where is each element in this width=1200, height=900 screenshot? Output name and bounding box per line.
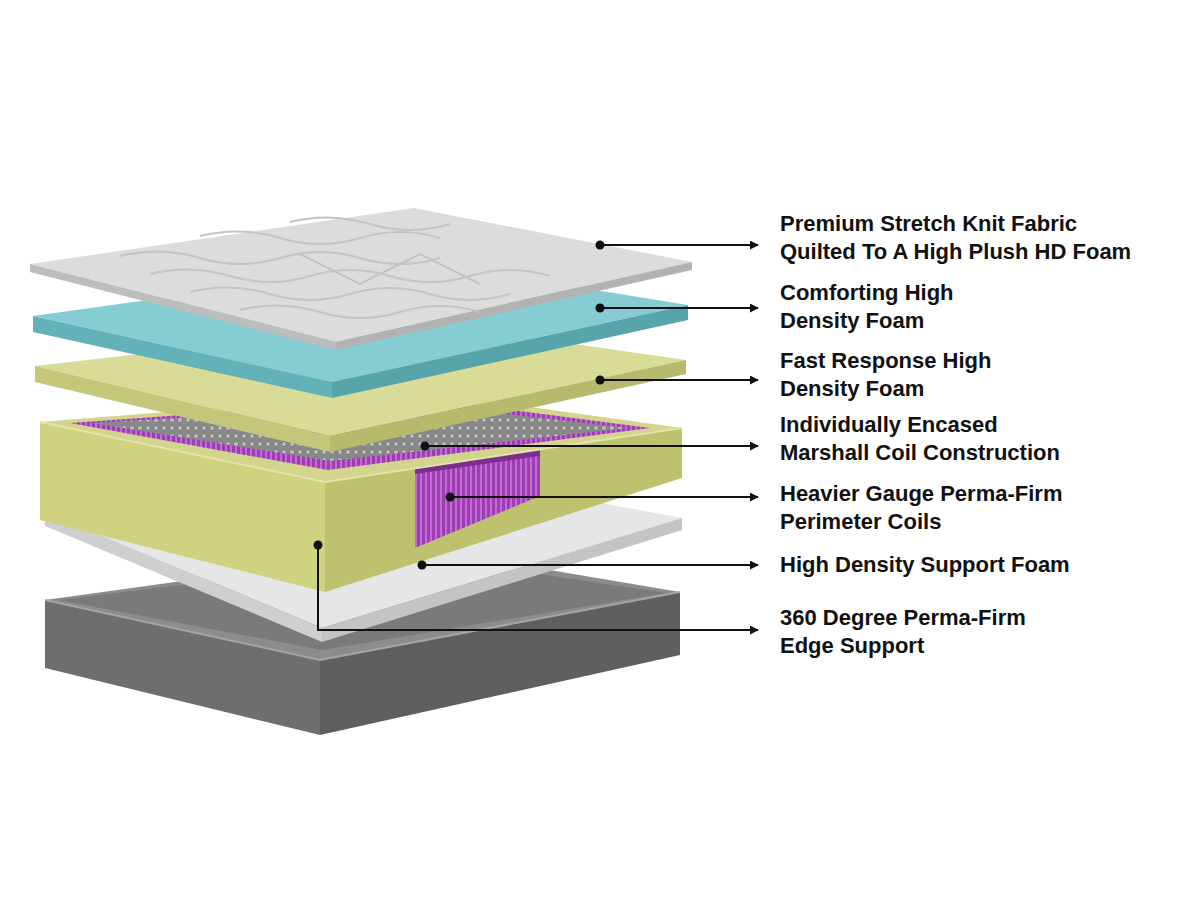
- leader-dots: [314, 241, 605, 570]
- callout-label: 360 Degree Perma-Firm Edge Support: [780, 604, 1056, 660]
- callout-label: Fast Response High Density Foam: [780, 347, 1030, 403]
- callout-label: Premium Stretch Knit Fabric Quilted To A…: [780, 210, 1146, 266]
- leader-lines: [318, 245, 758, 630]
- callout-label: Comforting High Density Foam: [780, 279, 995, 335]
- top-fabric: [30, 208, 692, 350]
- callout-label: Individually Encased Marshall Coil Const…: [780, 411, 1076, 467]
- callout-label: High Density Support Foam: [780, 551, 1180, 579]
- callout-label: Heavier Gauge Perma-Firm Perimeter Coils: [780, 480, 1110, 536]
